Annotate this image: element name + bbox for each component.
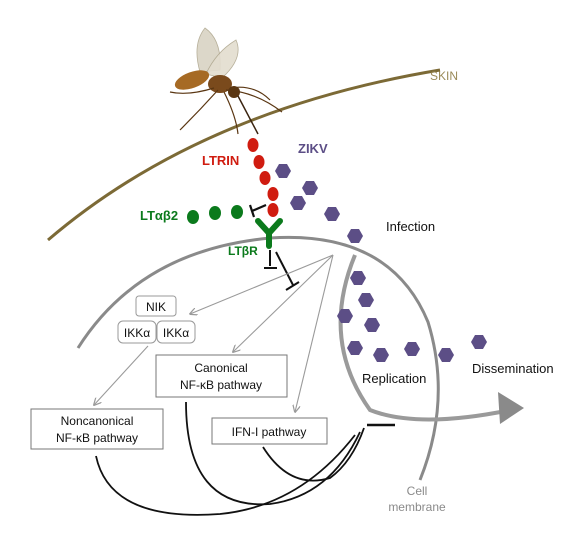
- canonical-pathway-box: Canonical NF-κB pathway: [155, 354, 288, 398]
- receptor-y-icon: [255, 218, 283, 249]
- lta-dot: [231, 205, 243, 219]
- virus-particle-icon: [324, 207, 340, 221]
- ltrin-dot: [247, 138, 259, 152]
- ikka-box: IKKα: [156, 320, 196, 344]
- virus-particle-icon: [404, 342, 420, 356]
- virus-particle-icon: [347, 229, 363, 243]
- endosome-curve: [338, 254, 521, 422]
- membrane-label: membrane: [388, 500, 446, 514]
- ltrin-particles: [247, 138, 279, 217]
- ikka-box: IKKα: [117, 320, 157, 344]
- lta-b2-label: LTαβ2: [140, 208, 178, 223]
- svg-text:NIK: NIK: [146, 300, 166, 314]
- arrow-head-icon: [498, 392, 524, 424]
- virus-particle-icon: [358, 293, 374, 307]
- noncanonical-pathway-box: Noncanonical NF-κB pathway: [30, 408, 164, 450]
- lta-dot: [209, 206, 221, 220]
- ltrin-label: LTRIN: [202, 153, 239, 168]
- ltrin-dot: [267, 203, 279, 217]
- virus-particle-icon: [347, 341, 363, 355]
- svg-text:IKKα: IKKα: [163, 326, 189, 340]
- svg-text:Canonical: Canonical: [194, 361, 247, 375]
- skin-label: SKIN: [430, 69, 458, 83]
- svg-text:NF-κB pathway: NF-κB pathway: [56, 431, 138, 445]
- cell-label: Cell: [407, 484, 428, 498]
- inhibition-bar-icon: [248, 203, 267, 218]
- dissemination-label: Dissemination: [472, 361, 554, 376]
- feedback-curves: [95, 401, 365, 516]
- svg-text:NF-κB pathway: NF-κB pathway: [180, 378, 262, 392]
- svg-text:IKKα: IKKα: [124, 326, 150, 340]
- ltbr-label: LTβR: [228, 244, 258, 258]
- skin-line: [47, 68, 441, 242]
- virus-particle-icon: [364, 318, 380, 332]
- virus-particle-icon: [350, 271, 366, 285]
- mosquito-icon: [169, 27, 283, 135]
- signaling-arrows: [94, 254, 334, 412]
- virus-particle-icon: [471, 335, 487, 349]
- lta-dot: [187, 210, 199, 224]
- virus-particle-icon: [290, 196, 306, 210]
- ltrin-dot: [267, 187, 279, 201]
- ltrin-dot: [259, 171, 271, 185]
- virus-particle-icon: [373, 348, 389, 362]
- virus-particle-icon: [275, 164, 291, 178]
- svg-text:Noncanonical: Noncanonical: [61, 414, 134, 428]
- zikv-label: ZIKV: [298, 141, 328, 156]
- lta-b2-ligands: [187, 205, 243, 224]
- svg-text:IFN-I pathway: IFN-I pathway: [232, 425, 307, 439]
- infection-label: Infection: [386, 219, 435, 234]
- receptor-inhibition: [264, 250, 300, 291]
- virus-particle-icon: [302, 181, 318, 195]
- cell-membrane: [76, 235, 440, 481]
- virus-particle-icon: [438, 348, 454, 362]
- ltrin-dot: [253, 155, 265, 169]
- nik-box: NIK: [135, 295, 177, 317]
- replication-label: Replication: [362, 371, 426, 386]
- ifn-pathway-box: IFN-I pathway: [211, 417, 328, 445]
